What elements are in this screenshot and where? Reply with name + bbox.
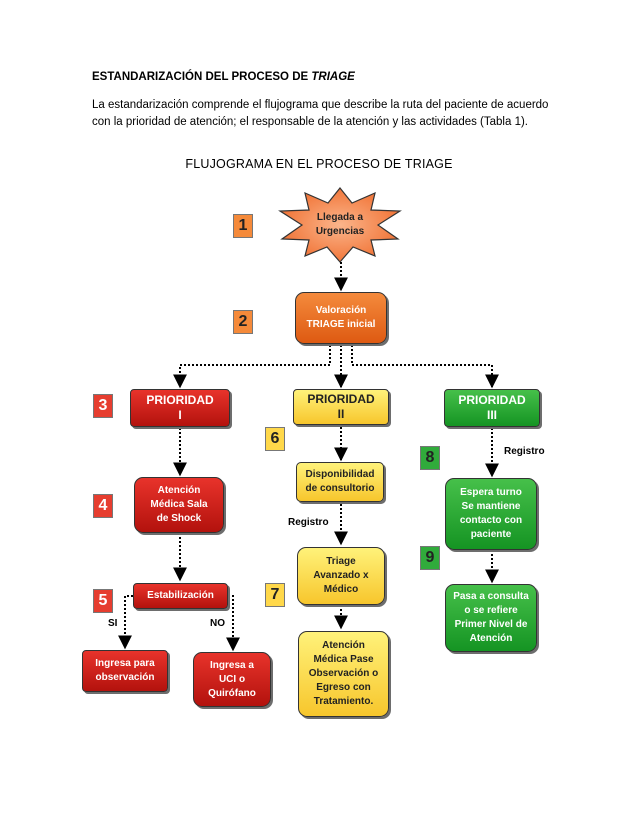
label-registro-left: Registro (288, 517, 329, 528)
step-badge-3: 3 (93, 394, 113, 418)
arrival-node: Llegada a Urgencias (315, 212, 365, 237)
stabilization-node: Estabilización (133, 583, 228, 609)
priority-3-node: PRIORIDAD III (444, 389, 540, 427)
step-badge-9: 9 (420, 546, 440, 570)
label-registro-right: Registro (504, 446, 545, 457)
section-heading: ESTANDARIZACIÓN DEL PROCESO DE TRIAGE (92, 71, 355, 83)
icu-node: Ingresa a UCI o Quirófano (193, 652, 271, 707)
arrow-valoracion-p3 (351, 345, 499, 389)
valoracion-node: Valoración TRIAGE inicial (295, 292, 387, 344)
arrow-valoracion-p1 (173, 345, 331, 389)
availability-node: Disponibilidad de consultorio (296, 462, 384, 502)
step-badge-6: 6 (265, 427, 285, 451)
step-badge-5: 5 (93, 589, 113, 613)
heading-emphasis: TRIAGE (311, 71, 355, 83)
flowchart-title: FLUJOGRAMA EN EL PROCESO DE TRIAGE (185, 157, 453, 171)
priority-1-node: PRIORIDAD I (130, 389, 230, 427)
step-badge-1: 1 (233, 214, 253, 238)
priority-2-node: PRIORIDAD II (293, 389, 389, 425)
advanced-triage-node: Triage Avanzado x Médico (297, 547, 385, 605)
arrow-estab-obs (118, 595, 133, 650)
step-badge-2: 2 (233, 310, 253, 334)
step-badge-8: 8 (420, 446, 440, 470)
label-si: SI (108, 618, 118, 629)
heading-text: ESTANDARIZACIÓN DEL PROCESO DE (92, 71, 312, 83)
step-badge-7: 7 (265, 583, 285, 607)
arrow-estab-uci (226, 595, 240, 652)
medical-attention-node: Atención Médica Pase Observación o Egres… (298, 631, 389, 717)
shock-room-node: Atención Médica Sala de Shock (134, 477, 224, 533)
referral-node: Pasa a consulta o se refiere Primer Nive… (445, 584, 537, 652)
step-badge-4: 4 (93, 494, 113, 518)
observation-node: Ingresa para observación (82, 650, 168, 692)
label-no: NO (210, 618, 225, 629)
intro-paragraph: La estandarización comprende el flujogra… (92, 99, 549, 128)
waiting-node: Espera turno Se mantiene contacto con pa… (445, 478, 537, 550)
